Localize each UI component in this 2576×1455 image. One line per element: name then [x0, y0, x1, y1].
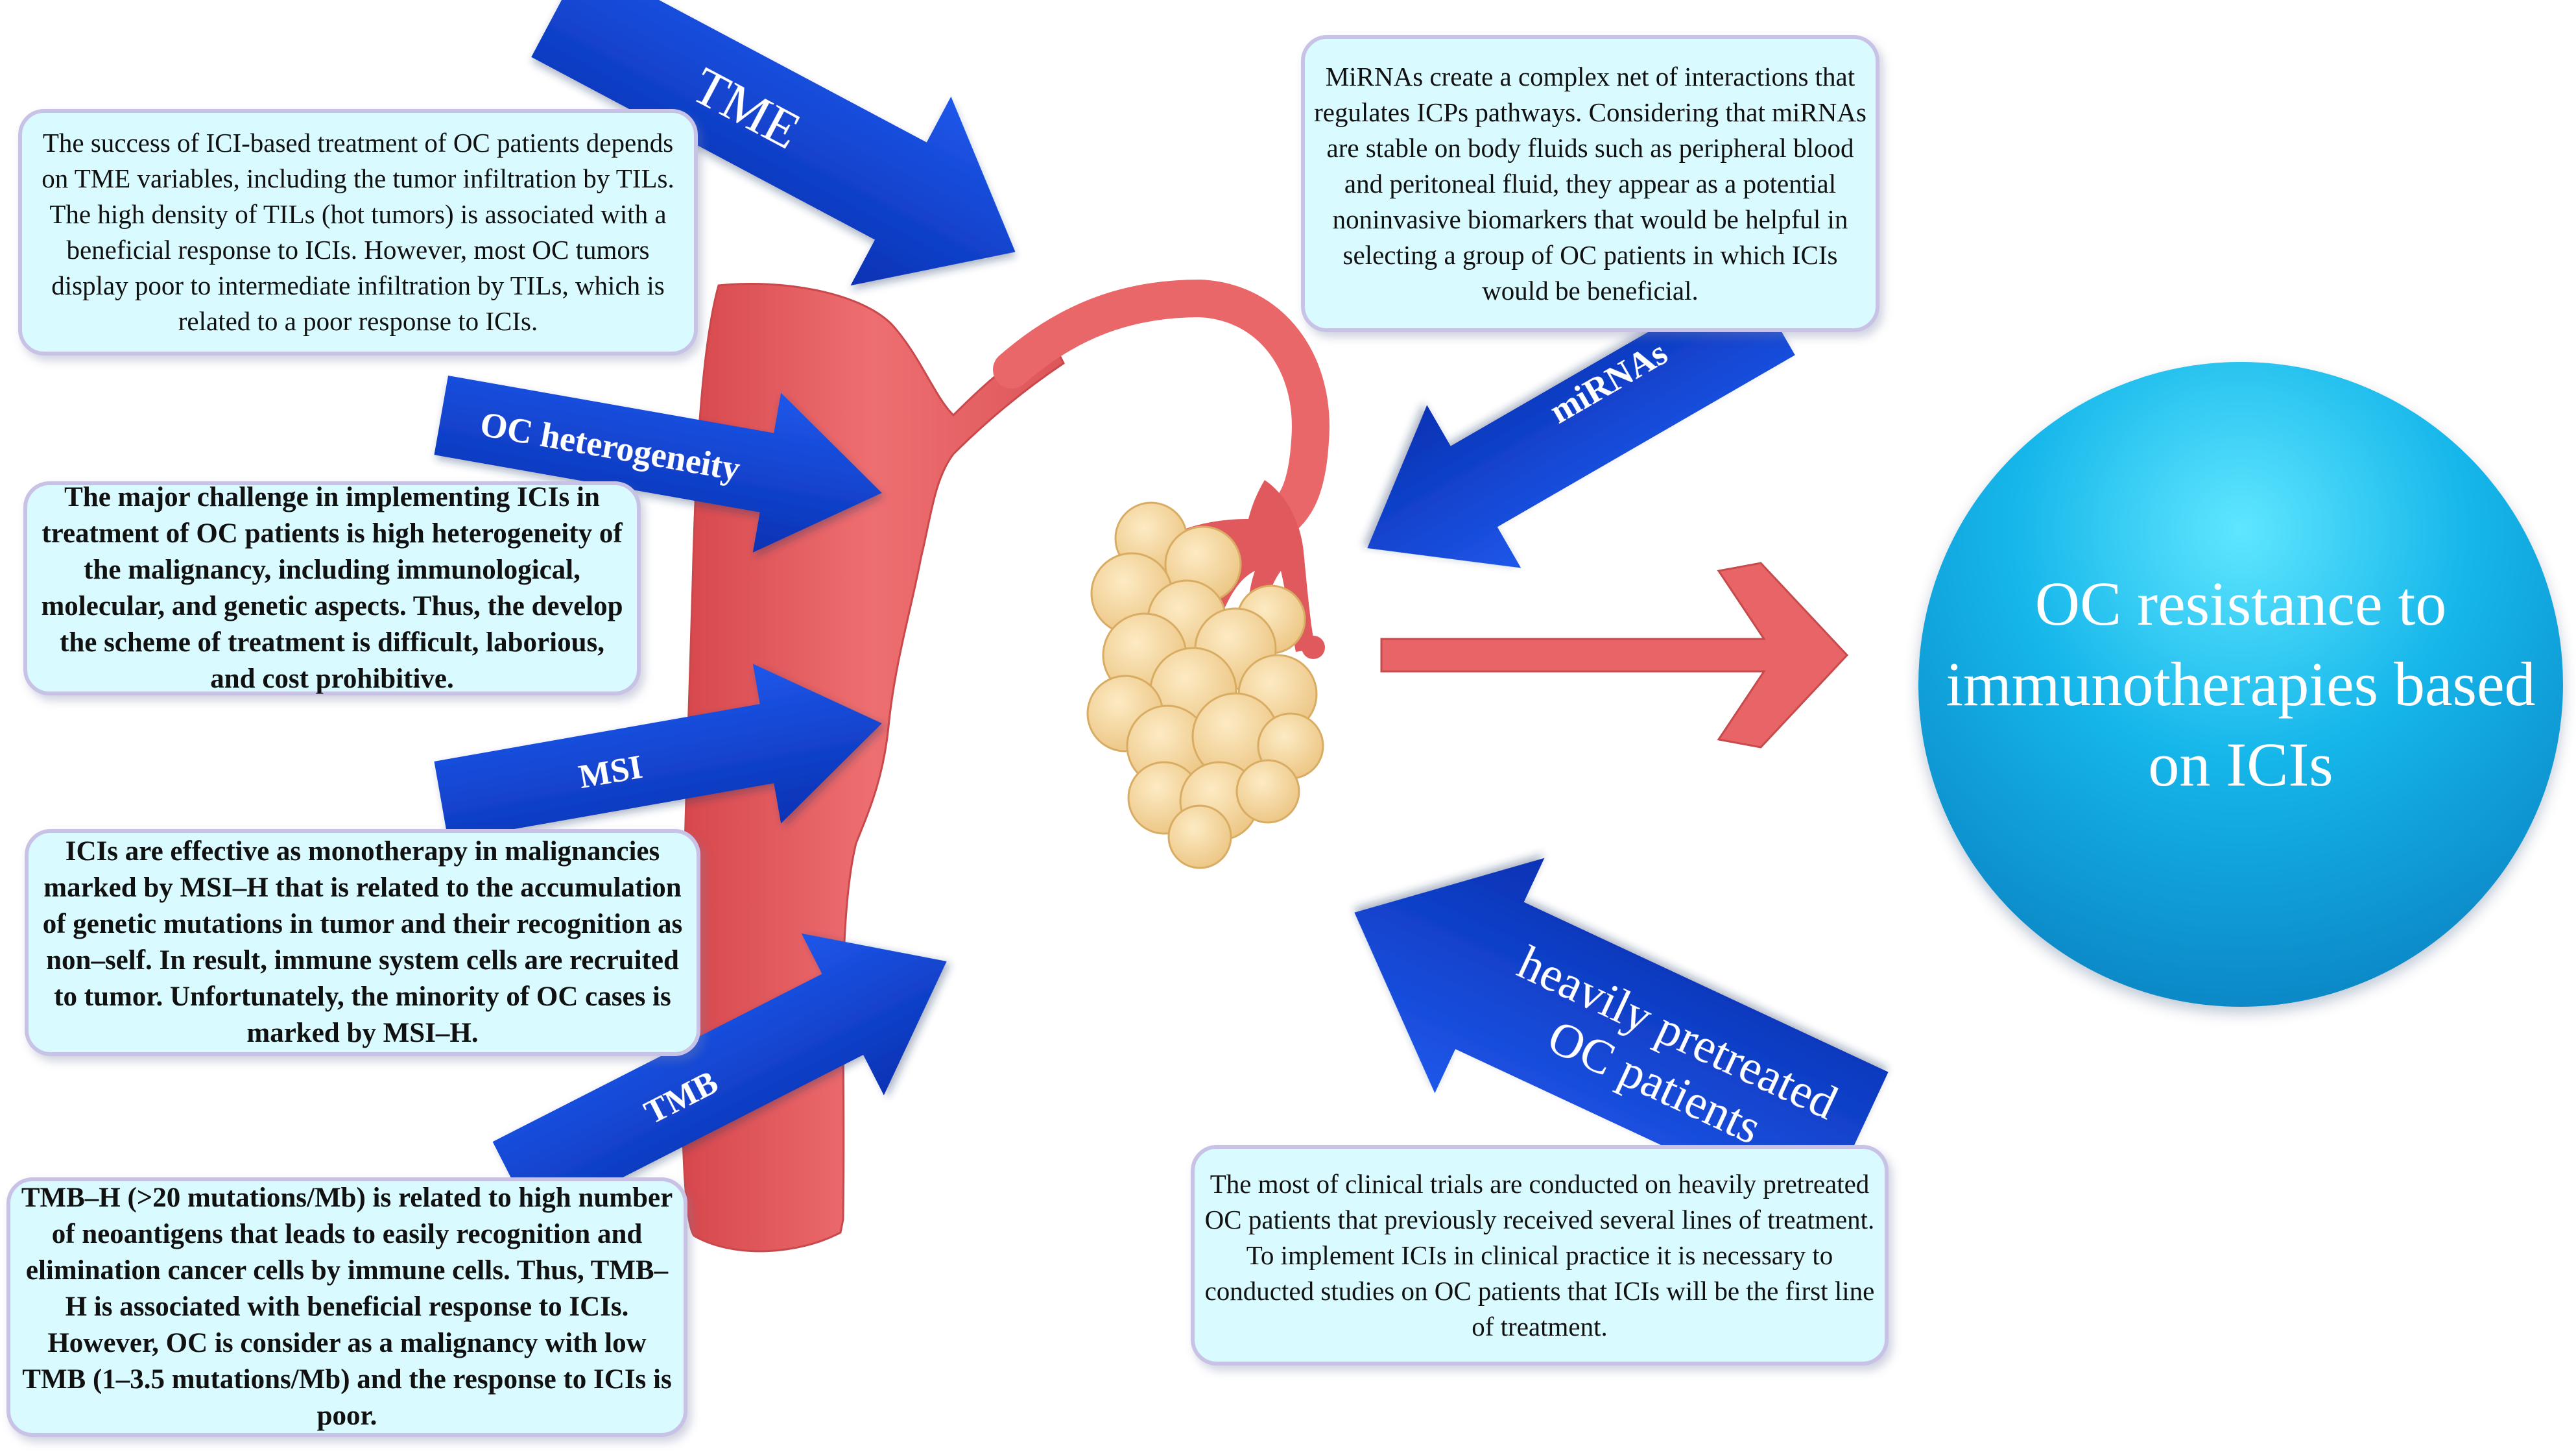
pretreated-description-text: The most of clinical trials are conducte…: [1204, 1168, 1875, 1341]
tme-description-text: The success of ICI-based treatment of OC…: [42, 128, 674, 336]
ovary-follicles: [1086, 501, 1324, 869]
result-circle: OC resistance to immunotherapies based o…: [1918, 362, 2563, 1007]
tmb-description-box: TMB–H (>20 mutations/Mb) is related to h…: [6, 1177, 687, 1437]
fallopian-tube: [993, 279, 1330, 544]
tme-description-box: The success of ICI-based treatment of OC…: [18, 109, 698, 355]
arrow-msi: MSI: [434, 664, 882, 841]
pretreated-description-box: The most of clinical trials are conducte…: [1191, 1145, 1889, 1365]
mirnas-description-box: MiRNAs create a complex net of interacti…: [1301, 35, 1879, 332]
result-text: OC resistance to immunotherapies based o…: [1946, 569, 2536, 799]
arrow-tmb: TMB: [492, 933, 947, 1223]
tmb-description-text: TMB–H (>20 mutations/Mb) is related to h…: [21, 1183, 673, 1431]
msi-description-box: ICIs are effective as monotherapy in mal…: [25, 829, 700, 1056]
heterogeneity-description-box: The major challenge in implementing ICIs…: [23, 481, 641, 695]
mirnas-description-text: MiRNAs create a complex net of interacti…: [1314, 61, 1866, 306]
fimbriae: [1171, 480, 1315, 652]
heterogeneity-description-text: The major challenge in implementing ICIs…: [41, 482, 623, 694]
arrow-tme: TME: [531, 0, 1016, 286]
msi-description-text: ICIs are effective as monotherapy in mal…: [42, 836, 683, 1048]
result-arrow: [1380, 562, 1849, 749]
